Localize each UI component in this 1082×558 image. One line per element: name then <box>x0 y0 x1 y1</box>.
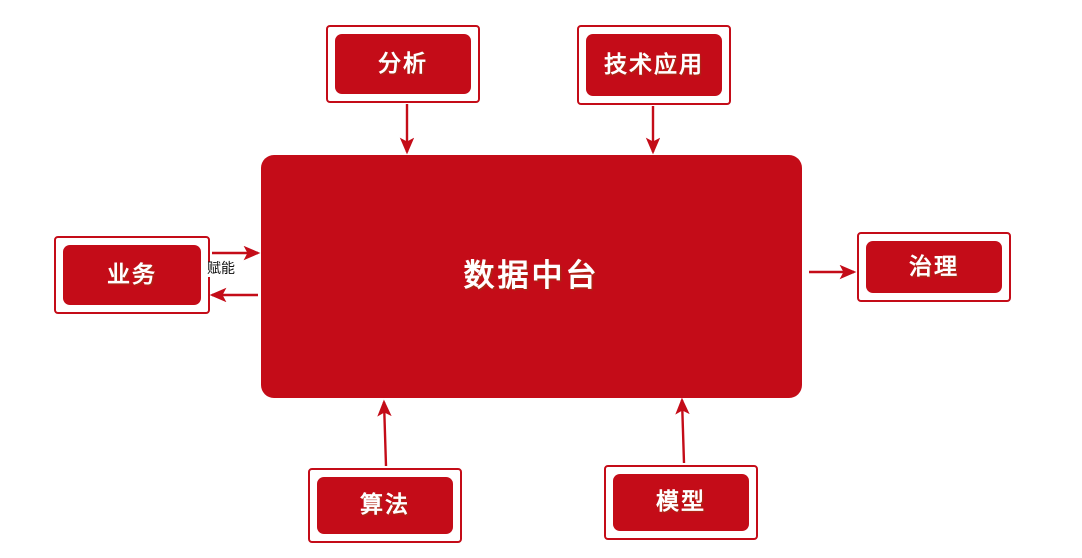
node-business-fill: 业务 <box>63 245 201 305</box>
node-business[interactable]: 业务 <box>54 236 210 314</box>
node-analysis-label: 分析 <box>378 50 428 77</box>
node-governance-fill: 治理 <box>866 241 1002 293</box>
node-algorithm-fill: 算法 <box>317 477 453 534</box>
node-algorithm-label: 算法 <box>360 492 410 518</box>
node-model-label: 模型 <box>656 489 706 515</box>
node-analysis-fill: 分析 <box>335 34 471 94</box>
edge-label-empowerment: 赋能 <box>207 261 235 278</box>
hub-node-data-platform[interactable]: 数据中台 <box>261 155 802 398</box>
connector-algorithm-to-hub <box>377 399 392 467</box>
node-technology-application-label: 技术应用 <box>604 51 704 78</box>
node-technology-application-fill: 技术应用 <box>586 34 722 96</box>
node-model-fill: 模型 <box>613 474 749 531</box>
node-governance-label: 治理 <box>909 253 959 280</box>
connector-model-to-hub <box>675 397 690 464</box>
node-analysis[interactable]: 分析 <box>326 25 480 103</box>
node-governance[interactable]: 治理 <box>857 232 1011 302</box>
node-algorithm[interactable]: 算法 <box>308 468 462 543</box>
node-model[interactable]: 模型 <box>604 465 758 540</box>
hub-node-label: 数据中台 <box>463 258 600 294</box>
node-technology-application[interactable]: 技术应用 <box>577 25 731 105</box>
node-business-label: 业务 <box>107 261 157 288</box>
